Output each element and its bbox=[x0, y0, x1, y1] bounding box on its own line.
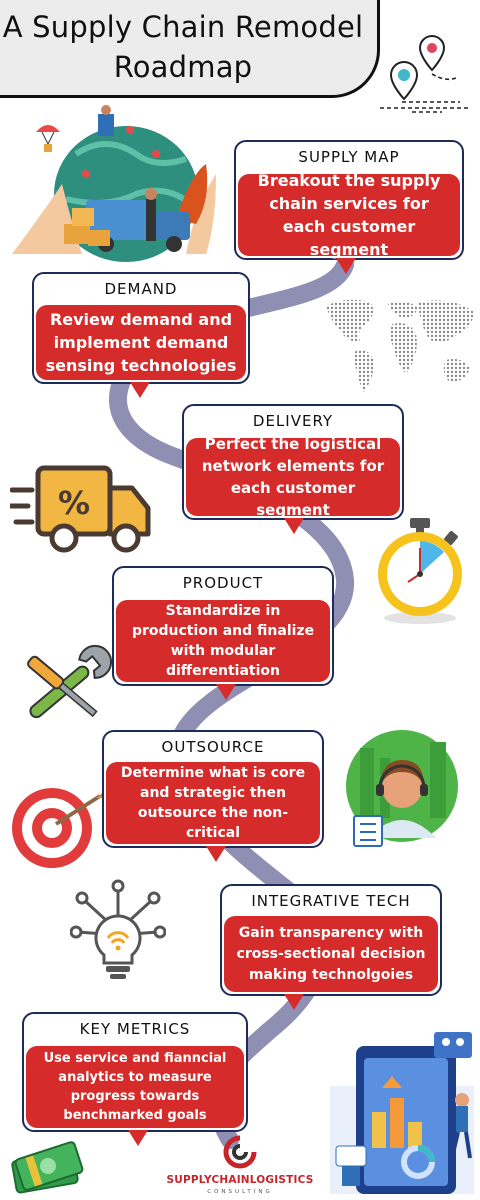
target-dart-icon bbox=[12, 780, 122, 868]
location-pins-icon bbox=[380, 34, 468, 113]
step-card-key-metrics: KEY METRICS Use service and fianncial an… bbox=[22, 1012, 248, 1146]
step-description: Gain transparency with cross-sectional d… bbox=[224, 916, 438, 992]
title-banner: A Supply Chain Remodel Roadmap bbox=[0, 0, 380, 98]
brand-name: SUPPLYCHAINLOGISTICS bbox=[166, 1174, 314, 1186]
tools-icon bbox=[27, 644, 113, 719]
delivery-truck-icon: % bbox=[10, 465, 151, 553]
brand-logo-icon bbox=[223, 1135, 257, 1169]
step-label: KEY METRICS bbox=[79, 1020, 191, 1038]
brand-subtitle: CONSULTING bbox=[207, 1189, 273, 1195]
step-description: Breakout the supply chain services for e… bbox=[238, 171, 460, 259]
step-card-integrative-tech: INTEGRATIVE TECH Gain transparency with … bbox=[220, 884, 442, 1010]
callout-tail bbox=[216, 684, 236, 700]
step-description: Review demand and implement demand sensi… bbox=[36, 305, 246, 380]
step-label: SUPPLY MAP bbox=[298, 148, 400, 166]
step-label: DELIVERY bbox=[252, 412, 334, 430]
callout-tail bbox=[336, 258, 356, 274]
smart-bulb-icon bbox=[70, 879, 166, 979]
analytics-dashboard-icon bbox=[330, 1032, 474, 1194]
callout-tail bbox=[284, 518, 304, 534]
step-label: INTEGRATIVE TECH bbox=[251, 892, 411, 910]
step-card-outsource: OUTSOURCE Determine what is core and str… bbox=[102, 730, 324, 862]
callout-tail bbox=[206, 846, 226, 862]
title-line-2: Roadmap bbox=[113, 50, 253, 84]
step-label: DEMAND bbox=[104, 280, 178, 298]
step-card-demand: DEMAND Review demand and implement deman… bbox=[32, 272, 250, 398]
callout-tail bbox=[284, 994, 304, 1010]
cash-money-icon bbox=[11, 1141, 84, 1194]
step-card-delivery: DELIVERY Perfect the logistical network … bbox=[182, 404, 404, 534]
page-title: A Supply Chain Remodel Roadmap bbox=[0, 7, 373, 87]
logistics-globe-illustration bbox=[12, 105, 216, 262]
step-label: PRODUCT bbox=[182, 574, 264, 592]
step-description: Use service and fianncial analytics to m… bbox=[26, 1046, 244, 1128]
step-description: Perfect the logistical network elements … bbox=[186, 435, 400, 519]
call-center-agent-icon bbox=[346, 730, 458, 847]
step-description: Standardize in production and finalize w… bbox=[116, 600, 330, 682]
step-card-supply-map: SUPPLY MAP Breakout the supply chain ser… bbox=[234, 140, 464, 274]
svg-text:%: % bbox=[58, 484, 90, 522]
title-line-1: A Supply Chain Remodel bbox=[2, 10, 364, 44]
step-card-product: PRODUCT Standardize in production and fi… bbox=[112, 566, 334, 700]
step-label: OUTSOURCE bbox=[161, 738, 265, 756]
stopwatch-icon bbox=[378, 518, 462, 624]
step-description: Determine what is core and strategic the… bbox=[106, 762, 320, 844]
world-map-icon bbox=[326, 299, 474, 392]
callout-tail bbox=[130, 382, 150, 398]
callout-tail bbox=[128, 1130, 148, 1146]
